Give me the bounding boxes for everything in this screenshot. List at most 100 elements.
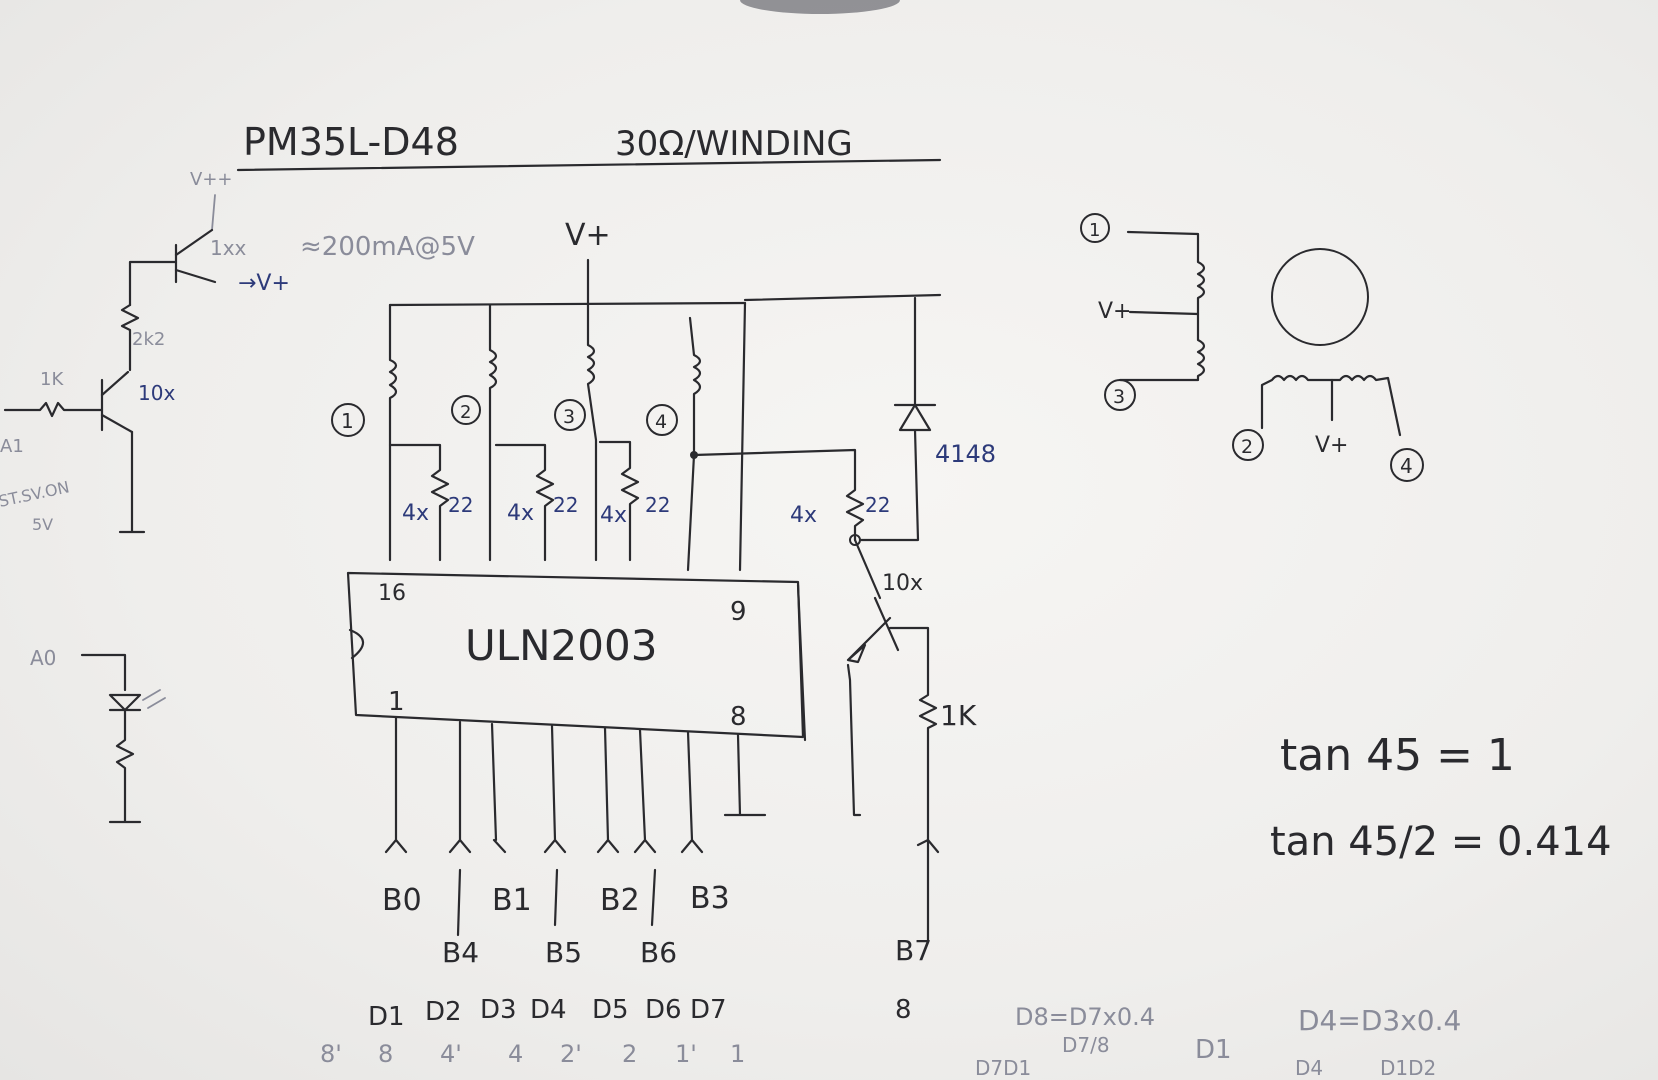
label-r47-2: 4x (507, 501, 534, 526)
motor-rotor (1271, 248, 1369, 346)
coil-3-num: 3 (563, 406, 575, 428)
scale-2: 8 (378, 1040, 393, 1068)
motor-2-marker (1232, 429, 1264, 461)
pin-b0 (384, 716, 408, 854)
q-top-legs (174, 228, 217, 284)
coil-2-marker (451, 395, 481, 425)
label-b6: B6 (640, 936, 677, 969)
motor-3-num: 3 (1113, 386, 1125, 408)
eq-d1: D1 (1195, 1035, 1232, 1065)
label-a1: A1 (0, 436, 24, 457)
title-spec: 30Ω/WINDING (615, 124, 853, 164)
snubber-resistor-1 (388, 443, 450, 562)
motor-3-marker (1104, 379, 1136, 411)
led-symbol (108, 693, 142, 712)
pin-1: 1 (388, 687, 405, 717)
scale-4: 4 (508, 1040, 523, 1068)
d-row-6: D6 (645, 995, 682, 1025)
motor-winding-a (1118, 230, 1206, 382)
uln2003-body[interactable] (346, 571, 805, 739)
q-left-legs (100, 370, 134, 434)
label-diode: 4148 (935, 440, 996, 468)
scale-6: 2 (622, 1040, 637, 1068)
eq-d8: D8=D7x0.4 (1015, 1003, 1155, 1031)
motor-vplus-b: V+ (1315, 433, 1348, 458)
d-row-4: D4 (530, 995, 567, 1025)
pin-b4 (448, 720, 472, 854)
motor-center-tap-a (1128, 310, 1200, 316)
scale-7: 1' (675, 1040, 697, 1068)
snubber-resistor-3 (598, 440, 640, 562)
eq-d4: D4=D3x0.4 (1298, 1004, 1461, 1037)
scale-8: 1 (730, 1040, 745, 1068)
emitter-wire-right (846, 663, 862, 817)
q-right-collector (853, 538, 882, 600)
d-row-7: D7 (690, 995, 727, 1025)
coil-1-marker (331, 403, 365, 437)
vpp-wire (211, 194, 216, 231)
label-r-1k-left: 1K (40, 369, 64, 390)
label-b3: B3 (690, 881, 730, 916)
motor-1-marker (1080, 213, 1110, 243)
snubber-resistor-2 (494, 443, 555, 562)
motor-2-num: 2 (1241, 436, 1253, 458)
resistor-1k-left (3, 401, 104, 418)
label-r22-4: 22 (865, 493, 890, 517)
label-q-right: 10x (882, 571, 923, 596)
coil-2 (488, 303, 498, 562)
eq-bottom-a: D7D1 (975, 1056, 1031, 1080)
a0-wire (80, 653, 127, 692)
resistor-2k2 (120, 303, 140, 372)
pin-b6 (633, 728, 657, 854)
coil-1-num: 1 (341, 409, 354, 433)
motor-1-num: 1 (1089, 220, 1100, 241)
pin-b5 (543, 724, 567, 854)
a0-resistor-ground (108, 708, 142, 824)
ground-pin8 (723, 733, 767, 817)
label-b7: B7 (895, 934, 932, 967)
b7-connector (916, 838, 940, 942)
label-b0: B0 (382, 883, 422, 918)
label-q-left: 10x (138, 381, 175, 405)
label-r47-4: 4x (790, 503, 817, 528)
base-wire-top (128, 260, 178, 307)
chip-right-wire (796, 583, 807, 742)
coil-4-num: 4 (655, 411, 667, 433)
scale-3: 4' (440, 1040, 462, 1068)
label-r-2k2: 2k2 (132, 329, 165, 350)
pin-8: 8 (730, 702, 747, 732)
label-st-sv: ST.SV.ON (0, 477, 71, 511)
eq-bottom-c: D1D2 (1380, 1056, 1436, 1080)
label-a0: A0 (30, 646, 56, 670)
led-arrows (142, 689, 166, 709)
pin-b2 (596, 726, 620, 854)
pin-16: 16 (378, 581, 406, 606)
label-d8: 8 (895, 995, 912, 1025)
scale-1: 8' (320, 1040, 342, 1068)
title-part: PM35L-D48 (243, 120, 459, 164)
pin-b1 (490, 722, 507, 854)
coil-4-marker (646, 404, 678, 436)
coil-4 (686, 316, 702, 572)
eq-bottom-b: D4 (1295, 1056, 1323, 1080)
label-r22-2: 22 (553, 493, 578, 517)
math-line-1: tan 45 = 1 (1280, 730, 1515, 781)
label-b2: B2 (600, 883, 640, 918)
label-r47-1: 4x (402, 501, 429, 526)
label-q-top: 1xx (210, 236, 247, 260)
motor-vplus-a: V+ (1098, 299, 1131, 324)
coil-3 (586, 303, 598, 562)
label-r-1k-right: 1K (940, 699, 977, 732)
resistor-1k-right (888, 626, 938, 842)
snubber-resistor-4 (692, 448, 865, 542)
label-current: ≈200mA@5V (300, 232, 475, 262)
label-r47-3: 4x (600, 503, 627, 528)
pin-b3 (680, 730, 704, 854)
math-line-2: tan 45/2 = 0.414 (1270, 819, 1612, 865)
label-to-vplus: →V+ (238, 271, 290, 296)
coil-2-num: 2 (460, 402, 471, 423)
shadow-blob (740, 0, 900, 14)
d-row-1: D1 (368, 1002, 405, 1032)
label-5v: 5V (32, 515, 53, 534)
